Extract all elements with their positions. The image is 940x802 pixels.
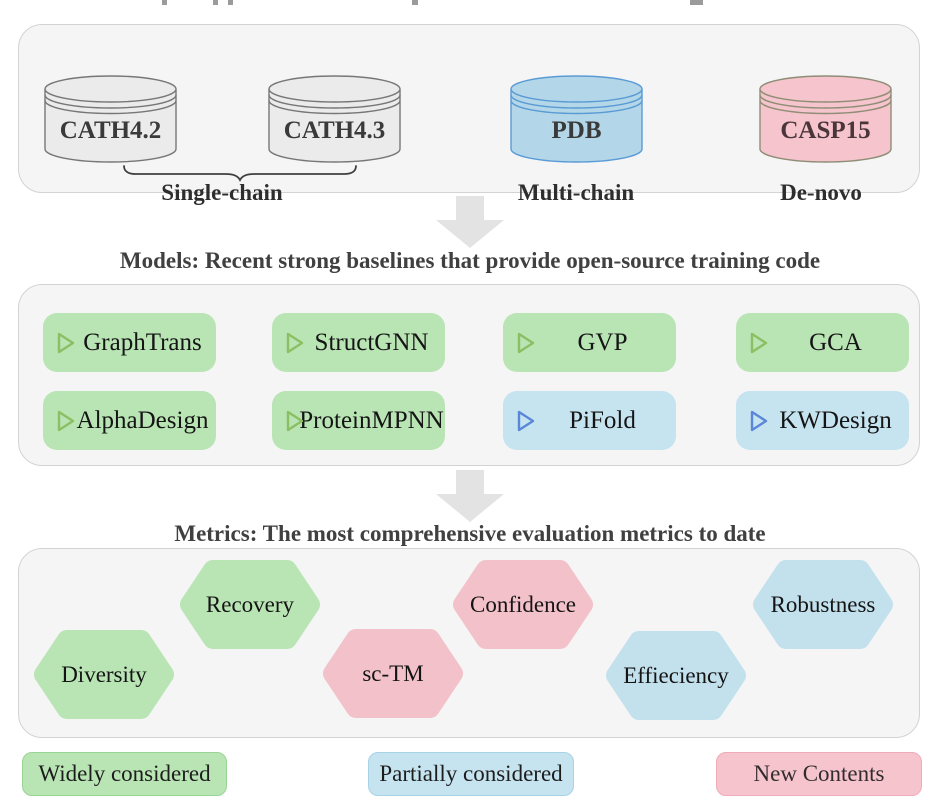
metric-label: Diversity (61, 661, 147, 687)
dataset-cylinder-cath42: CATH4.2 (43, 73, 178, 165)
model-label: StructGNN (314, 328, 429, 356)
model-label: AlphaDesign (76, 406, 209, 434)
metric-hex-robustness: Robustness (753, 560, 893, 649)
metric-label: Effieciency (623, 662, 729, 688)
metric-label: Robustness (770, 591, 876, 617)
model-item-alphadesign: AlphaDesign (43, 391, 216, 450)
play-icon (286, 410, 304, 432)
datasets-panel: CATH4.2 CATH4.3 PDB (18, 24, 920, 205)
hexagon-icon (34, 630, 174, 719)
play-icon (57, 332, 75, 354)
metric-hex-confidence: Confidence (453, 560, 593, 649)
database-icon (268, 75, 401, 163)
play-icon (517, 332, 535, 354)
group-label-de-novo: De-novo (780, 180, 862, 205)
metric-hex-effieciency: Effieciency (606, 631, 746, 720)
metric-hex-sc-tm: sc-TM (323, 629, 463, 718)
model-label: PiFold (569, 406, 636, 434)
hexagon-icon (753, 560, 893, 649)
model-label: KWDesign (779, 406, 892, 434)
legend-new-contents: New Contents (716, 752, 922, 796)
hexagon-icon (453, 560, 593, 649)
database-icon (759, 75, 892, 163)
models-panel: GraphTrans StructGNN GVP GCA AlphaDesign… (18, 284, 920, 466)
metric-label: Confidence (469, 591, 576, 617)
model-label: GraphTrans (83, 328, 202, 356)
model-item-pifold: PiFold (503, 391, 676, 450)
dataset-cylinder-casp15: CASP15 (758, 73, 893, 165)
models-title: Models: Recent strong baselines that pro… (119, 248, 821, 273)
metric-hex-recovery: Recovery (180, 560, 320, 649)
single-chain-brace (123, 165, 357, 182)
legend-partially-considered: Partially considered (368, 752, 574, 796)
metric-hex-diversity: Diversity (34, 630, 174, 719)
metrics-panel: Diversity Recovery sc-TM Confidence Effi (18, 548, 920, 738)
metric-label: Recovery (205, 591, 295, 617)
hexagon-icon (180, 560, 320, 649)
model-item-proteinmpnn: ProteinMPNN (272, 391, 445, 450)
dataset-cylinder-cath43: CATH4.3 (267, 73, 402, 165)
play-icon (750, 332, 768, 354)
play-icon (750, 410, 768, 432)
hexagon-icon (606, 631, 746, 720)
dataset-label: PDB (551, 117, 602, 144)
clipped-title-fragment (690, 0, 703, 5)
down-arrow-icon (436, 470, 504, 522)
metrics-title: Metrics: The most comprehensive evaluati… (174, 521, 766, 546)
dataset-label: CATH4.3 (283, 117, 386, 144)
clipped-title-fragment (162, 0, 167, 5)
play-icon (286, 332, 304, 354)
model-label: GVP (577, 328, 628, 356)
model-label: ProteinMPNN (299, 406, 444, 434)
dataset-label: CASP15 (780, 117, 871, 144)
metric-label: sc-TM (362, 660, 424, 686)
hexagon-icon (323, 629, 463, 718)
dataset-cylinder-pdb: PDB (509, 73, 644, 165)
group-label-single-chain: Single-chain (161, 180, 283, 205)
model-item-gca: GCA (736, 313, 909, 372)
model-item-structgnn: StructGNN (272, 313, 445, 372)
down-arrow-icon (436, 196, 504, 248)
database-icon (510, 75, 643, 163)
clipped-title-fragment (228, 0, 233, 5)
clipped-title-fragment (412, 0, 418, 5)
model-item-gvp: GVP (503, 313, 676, 372)
legend-widely-considered: Widely considered (22, 752, 227, 796)
model-item-graphtrans: GraphTrans (43, 313, 216, 372)
group-label-multi-chain: Multi-chain (517, 180, 635, 205)
database-icon (44, 75, 177, 163)
model-item-kwdesign: KWDesign (736, 391, 909, 450)
dataset-label: CATH4.2 (59, 117, 162, 144)
play-icon (517, 410, 535, 432)
play-icon (57, 410, 75, 432)
clipped-title-fragment (213, 0, 218, 5)
model-label: GCA (809, 328, 862, 356)
